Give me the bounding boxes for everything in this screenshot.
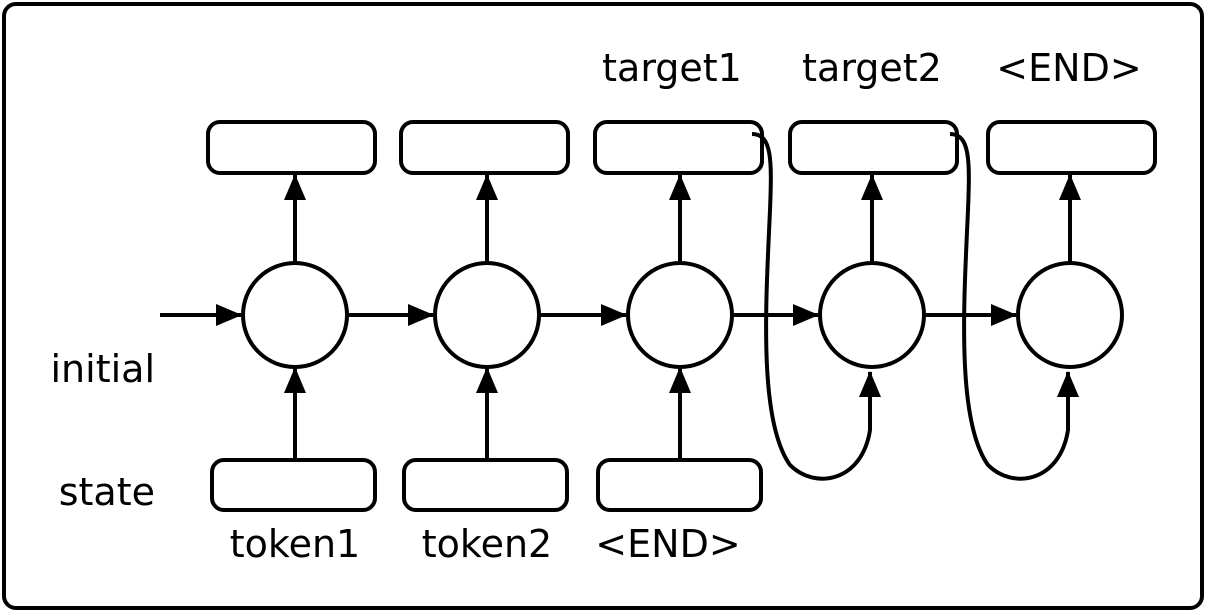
feedback-arrow-target1 xyxy=(751,132,881,481)
output-box-group xyxy=(206,120,1157,175)
output-box-1[interactable] xyxy=(206,120,377,175)
feedback-arrow-target2 xyxy=(949,132,1079,481)
state-circle-1[interactable] xyxy=(241,261,349,369)
state-circle-4[interactable] xyxy=(818,261,926,369)
output-label-target2: target2 xyxy=(802,46,942,90)
output-box-3[interactable] xyxy=(593,120,764,175)
input-box-group xyxy=(210,458,763,512)
output-label-target1: target1 xyxy=(602,46,742,90)
output-box-4[interactable] xyxy=(788,120,959,175)
input-box-2[interactable] xyxy=(402,458,569,512)
initial-state-label-line1: initial xyxy=(50,347,156,392)
state-circle-5[interactable] xyxy=(1016,261,1124,369)
input-arrow-group xyxy=(284,367,691,458)
initial-state-label-line2: state xyxy=(58,470,155,515)
output-label-end: <END> xyxy=(996,46,1142,90)
input-label-end: <END> xyxy=(595,522,741,566)
output-arrow-group xyxy=(284,174,1081,263)
input-box-3[interactable] xyxy=(596,458,763,512)
feedback-arrow-group xyxy=(751,132,1079,481)
state-circle-3[interactable] xyxy=(626,261,734,369)
state-circle-2[interactable] xyxy=(433,261,541,369)
input-label-token2: token2 xyxy=(421,522,553,566)
input-box-1[interactable] xyxy=(210,458,377,512)
output-box-5[interactable] xyxy=(986,120,1157,175)
state-circle-group xyxy=(241,261,1124,369)
initial-state-label: initial state xyxy=(30,267,156,595)
output-box-2[interactable] xyxy=(399,120,570,175)
input-label-token1: token1 xyxy=(229,522,361,566)
